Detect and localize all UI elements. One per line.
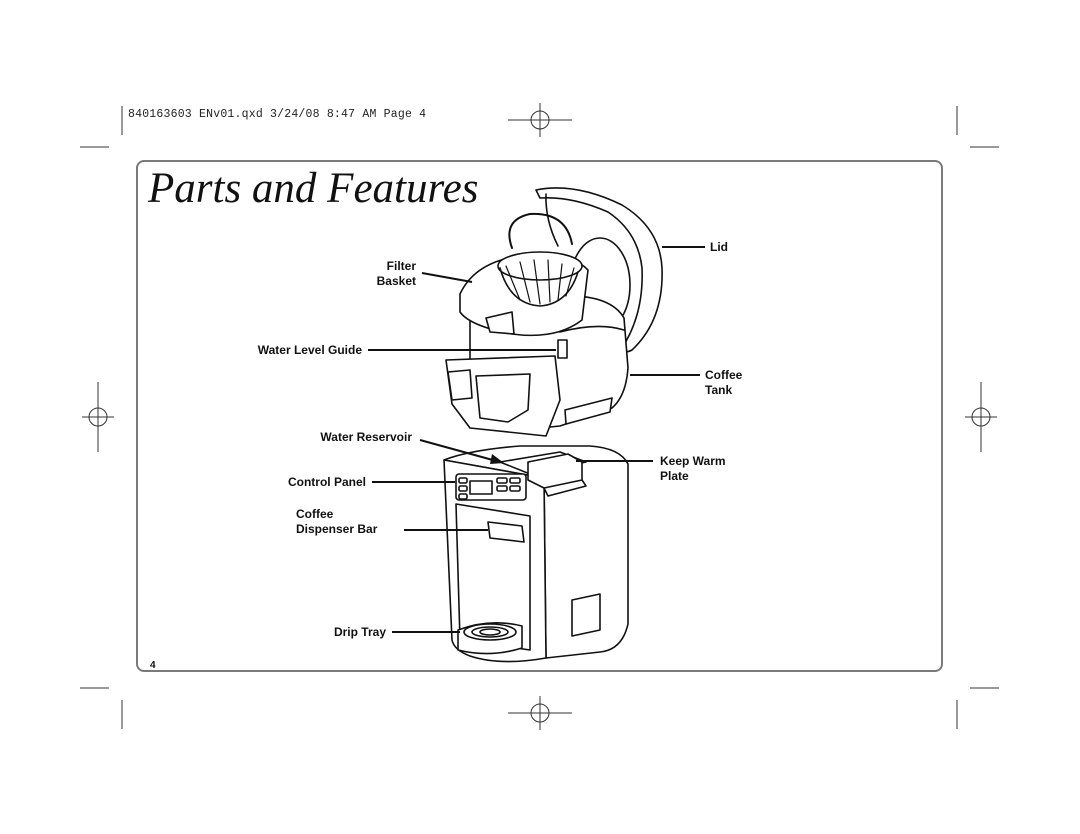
crop-marks xyxy=(80,106,999,729)
arrow-water-reservoir xyxy=(490,454,504,464)
registration-mark-right xyxy=(965,382,997,452)
leader-filter-basket xyxy=(421,272,473,283)
label-lid-text: Lid xyxy=(710,240,728,254)
registration-mark-top xyxy=(508,103,572,137)
lower-body-drawing xyxy=(443,445,629,659)
page-number: 4 xyxy=(150,660,156,671)
label-keep-warm-plate-line1: Keep Warm xyxy=(660,454,726,468)
label-coffee-tank-line1: Coffee xyxy=(705,368,743,382)
label-drip-tray: Drip Tray xyxy=(300,625,386,640)
label-coffee-tank: Coffee Tank xyxy=(705,368,742,398)
file-slug-line: 840163603 ENv01.qxd 3/24/08 8:47 AM Page… xyxy=(128,108,427,121)
coffee-maker-illustration xyxy=(443,187,663,663)
label-filter-basket: Filter Basket xyxy=(364,259,416,289)
page-frame xyxy=(136,160,943,672)
label-drip-tray-text: Drip Tray xyxy=(333,625,386,639)
label-water-level-guide: Water Level Guide xyxy=(250,343,362,358)
label-water-reservoir: Water Reservoir xyxy=(300,430,412,445)
label-dispenser-bar-line1: Coffee xyxy=(296,507,334,521)
label-filter-basket-line2: Basket xyxy=(376,274,416,288)
label-control-panel-text: Control Panel xyxy=(287,475,366,489)
label-lid: Lid xyxy=(710,240,728,255)
label-keep-warm-plate: Keep Warm Plate xyxy=(660,454,726,484)
page-title: Parts and Features xyxy=(148,165,479,212)
leader-lines xyxy=(368,246,705,633)
dispenser-bar-drawing xyxy=(487,521,525,543)
leader-water-reservoir xyxy=(419,439,501,463)
label-filter-basket-line1: Filter xyxy=(386,259,416,273)
label-keep-warm-plate-line2: Plate xyxy=(660,469,689,483)
registration-mark-bottom xyxy=(508,696,572,730)
label-dispenser-bar: Coffee Dispenser Bar xyxy=(296,507,398,537)
label-coffee-tank-line2: Tank xyxy=(705,383,733,397)
label-water-reservoir-text: Water Reservoir xyxy=(320,430,412,444)
label-control-panel: Control Panel xyxy=(260,475,366,490)
label-water-level-guide-text: Water Level Guide xyxy=(257,343,362,357)
registration-mark-left xyxy=(82,382,114,452)
label-dispenser-bar-line2: Dispenser Bar xyxy=(296,522,378,536)
